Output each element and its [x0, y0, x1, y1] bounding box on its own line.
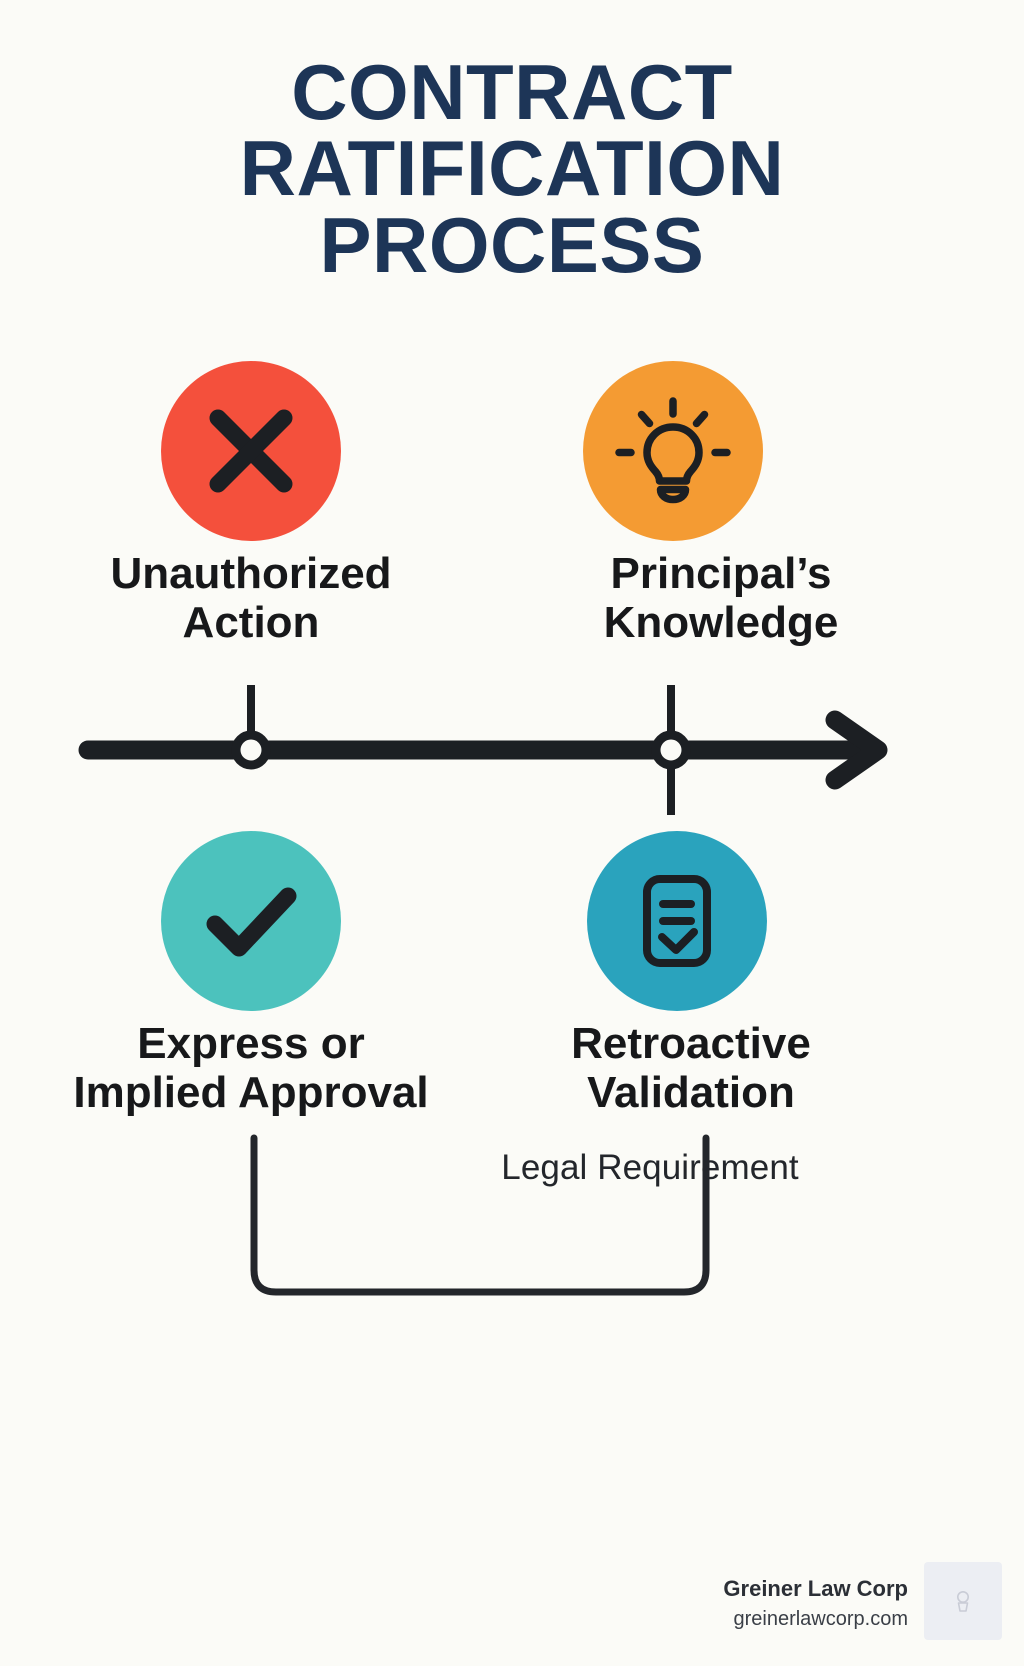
node-label-line-1: Express or [137, 1019, 365, 1068]
node-label-line-1: Retroactive [571, 1019, 811, 1068]
node-label-line-2: Knowledge [603, 598, 839, 648]
logo-mark-icon [957, 1591, 969, 1612]
grouping-bracket [250, 1134, 710, 1296]
node-label-express-or-implied-approval: Express or Implied Approval [11, 1019, 491, 1118]
node-label-line-1: Unauthorized [110, 549, 392, 598]
node-icon-express-or-implied-approval [161, 831, 341, 1011]
node-label-line-1: Principal’s [610, 549, 832, 598]
node-label-principals-knowledge: Principal’s Knowledge [501, 549, 941, 648]
page-title-line-2: RATIFICATION [239, 124, 785, 213]
timeline-arrowhead-icon [825, 710, 888, 790]
logo-placeholder [924, 1562, 1002, 1640]
bracket-caption: Legal Requirement [501, 1148, 799, 1187]
footer: Greiner Law Corp greinerlawcorp.com [723, 1562, 1002, 1640]
timeline-marker-1 [231, 730, 271, 770]
page-title-line-3: PROCESS [319, 200, 705, 289]
node-icon-retroactive-validation [587, 831, 767, 1011]
brand-name: Greiner Law Corp [723, 1576, 908, 1602]
node-label-unauthorized-action: Unauthorized Action [31, 549, 471, 648]
document-check-icon [643, 875, 711, 967]
checkmark-icon [206, 887, 297, 957]
timeline-axis [78, 685, 888, 815]
node-label-line-2: Action [182, 598, 320, 648]
page-title: CONTRACT RATIFICATION PROCESS [0, 48, 1024, 289]
node-label-line-2: Implied Approval [73, 1068, 429, 1118]
x-cross-icon [209, 409, 293, 493]
node-label-retroactive-validation: Retroactive Validation [501, 1019, 881, 1118]
node-label-line-2: Validation [587, 1068, 795, 1118]
brand-website: greinerlawcorp.com [733, 1608, 908, 1630]
page-title-line-1: CONTRACT [291, 48, 733, 136]
footer-text-block: Greiner Law Corp greinerlawcorp.com [723, 1573, 908, 1640]
lightbulb-icon [615, 397, 731, 504]
timeline-marker-2 [651, 730, 691, 770]
node-icon-unauthorized-action [161, 361, 341, 541]
node-icon-principals-knowledge [583, 361, 763, 541]
